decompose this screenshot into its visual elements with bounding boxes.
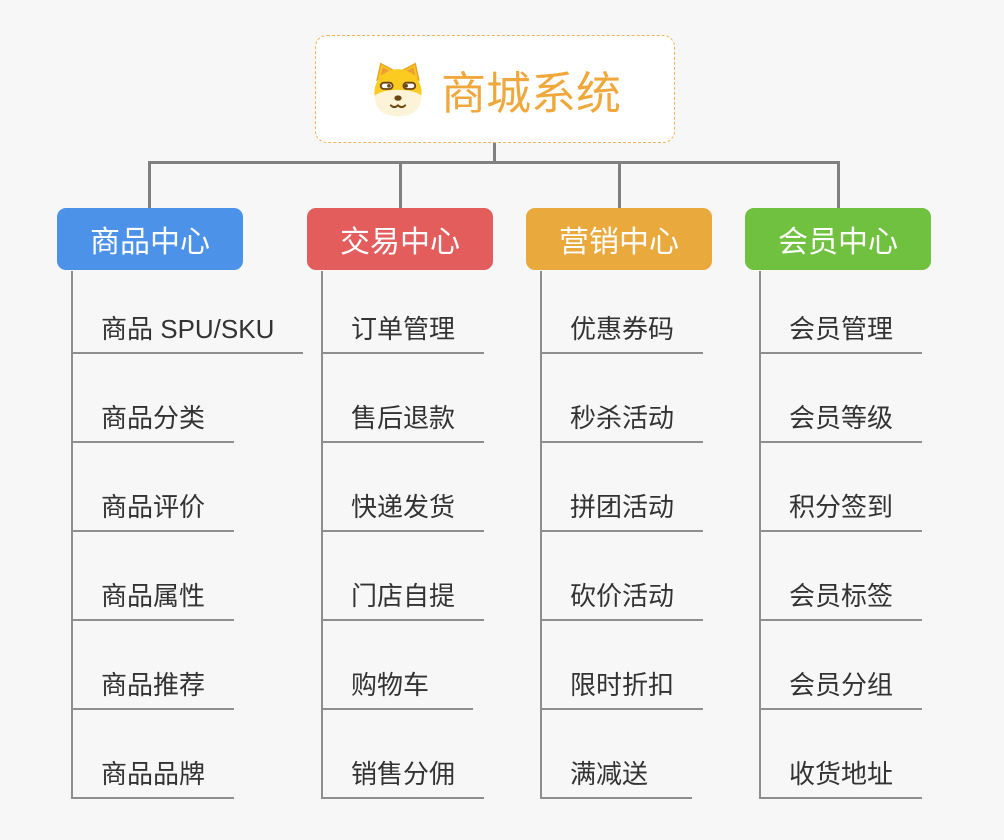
subtopic-node[interactable]: 会员等级 xyxy=(761,354,923,443)
branch-children-marketing-center: 优惠券码 秒杀活动 拼团活动 砍价活动 限时折扣 满减送 xyxy=(540,271,704,799)
subtopic-node[interactable]: 商品 SPU/SKU xyxy=(73,271,304,354)
subtopic-node[interactable]: 门店自提 xyxy=(323,532,485,621)
subtopic-node[interactable]: 会员管理 xyxy=(761,271,923,354)
subtopic-node[interactable]: 砍价活动 xyxy=(542,532,704,621)
branch-box-trade-center[interactable]: 交易中心 xyxy=(307,208,493,270)
branch-label: 交易中心 xyxy=(340,226,460,259)
subtopic-node[interactable]: 商品评价 xyxy=(73,443,235,532)
branch-label: 商品中心 xyxy=(90,226,210,259)
subtopic-node[interactable]: 商品分类 xyxy=(73,354,235,443)
branch-children-trade-center: 订单管理 售后退款 快递发货 门店自提 购物车 销售分佣 xyxy=(321,271,485,799)
branch-children-member-center: 会员管理 会员等级 积分签到 会员标签 会员分组 收货地址 xyxy=(759,271,923,799)
dog-face-icon xyxy=(374,62,422,117)
subtopic-node[interactable]: 销售分佣 xyxy=(323,710,485,799)
subtopic-node[interactable]: 限时折扣 xyxy=(542,621,704,710)
subtopic-node[interactable]: 商品属性 xyxy=(73,532,235,621)
connector-drop-2 xyxy=(399,161,402,208)
branch-label: 营销中心 xyxy=(559,226,679,259)
connector-drop-4 xyxy=(837,161,840,208)
subtopic-node[interactable]: 购物车 xyxy=(323,621,473,710)
connector-root-stem xyxy=(493,143,496,163)
subtopic-node[interactable]: 收货地址 xyxy=(761,710,923,799)
connector-drop-1 xyxy=(148,161,151,208)
subtopic-node[interactable]: 订单管理 xyxy=(323,271,485,354)
connector-bus xyxy=(148,161,840,164)
branch-children-product-center: 商品 SPU/SKU 商品分类 商品评价 商品属性 商品推荐 商品品牌 xyxy=(71,271,304,799)
subtopic-node[interactable]: 优惠券码 xyxy=(542,271,704,354)
branch-box-marketing-center[interactable]: 营销中心 xyxy=(526,208,712,270)
root-node[interactable]: 商城系统 xyxy=(315,35,675,143)
subtopic-node[interactable]: 售后退款 xyxy=(323,354,485,443)
subtopic-node[interactable]: 满减送 xyxy=(542,710,692,799)
subtopic-node[interactable]: 会员标签 xyxy=(761,532,923,621)
subtopic-node[interactable]: 秒杀活动 xyxy=(542,354,704,443)
root-title: 商城系统 xyxy=(440,67,621,119)
subtopic-node[interactable]: 快递发货 xyxy=(323,443,485,532)
connector-drop-3 xyxy=(618,161,621,208)
branch-box-product-center[interactable]: 商品中心 xyxy=(57,208,243,270)
subtopic-node[interactable]: 拼团活动 xyxy=(542,443,704,532)
branch-box-member-center[interactable]: 会员中心 xyxy=(745,208,931,270)
subtopic-node[interactable]: 商品推荐 xyxy=(73,621,235,710)
branch-label: 会员中心 xyxy=(778,226,898,259)
subtopic-node[interactable]: 商品品牌 xyxy=(73,710,235,799)
subtopic-node[interactable]: 积分签到 xyxy=(761,443,923,532)
subtopic-node[interactable]: 会员分组 xyxy=(761,621,923,710)
